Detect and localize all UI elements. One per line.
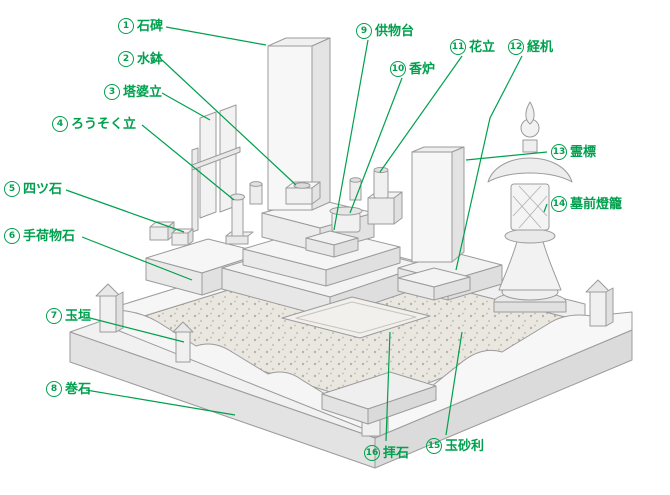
sutra-desk [397,267,471,301]
label-makiishi-number: 8 [46,381,62,397]
candle-stand [225,193,254,245]
leader-tobatate [161,92,211,121]
label-bozentoro-number: 14 [551,196,567,212]
leader-reihyo [465,151,548,161]
label-tamajari: 15 玉砂利 [426,438,484,454]
leader-tamajari [445,331,463,436]
front-step [321,371,437,425]
label-rosokutate-text: ろうそく立 [71,116,137,132]
incense-burner [329,206,363,233]
lantern-lattice [512,185,548,229]
water-basin [285,181,321,205]
label-tamajari-number: 15 [426,438,442,454]
label-bozentoro-text: 墓前燈籠 [570,196,623,212]
label-kyozukue: 12 経机 [508,39,553,55]
label-sekihi-number: 1 [118,18,134,34]
label-makiishi-text: 巻石 [65,381,92,397]
label-reihyo-text: 霊標 [570,144,597,160]
label-tenimotsuishi-text: 手荷物石 [23,228,76,244]
label-makiishi: 8 巻石 [46,381,91,397]
label-mizubachi-number: 2 [118,51,134,67]
flower-vase-left [249,181,263,205]
corner-post-right [585,279,614,327]
label-koro-text: 香炉 [409,61,436,77]
label-tamagaki: 7 玉垣 [46,308,91,324]
label-kumotsudai-number: 9 [356,23,372,39]
leader-koro [349,77,403,214]
corner-post-left [95,283,124,333]
grave-lantern [487,101,573,313]
label-tamagaki-number: 7 [46,308,62,324]
leader-rosokutate [141,124,235,201]
label-kumotsudai: 9 供物台 [356,23,414,39]
label-tenimotsuishi: 6 手荷物石 [4,228,75,244]
label-tamajari-text: 玉砂利 [445,438,485,454]
label-haiseki-number: 16 [364,445,380,461]
label-sekihi-text: 石碑 [137,18,164,34]
label-kumotsudai-text: 供物台 [375,23,415,39]
label-sekihi: 1 石碑 [118,18,163,34]
fence-post-mid-left [172,321,194,363]
leader-haiseki [385,331,391,442]
leader-bozentoro [543,203,548,213]
toba-stand [191,104,241,233]
label-tenimotsuishi-number: 6 [4,228,20,244]
label-yotsuishi: 5 四ツ石 [4,181,62,197]
leader-yotsuishi [65,189,185,233]
leader-hanatate [379,55,463,173]
label-kyozukue-text: 経机 [527,39,554,55]
label-tobatate-text: 塔婆立 [123,84,163,100]
worship-stone [281,296,431,339]
label-koro: 10 香炉 [390,61,435,77]
offering-stand [305,230,359,258]
label-reihyo: 13 霊標 [551,144,596,160]
leader-tenimotsuishi [81,236,193,281]
label-tamagaki-text: 玉垣 [65,308,92,324]
leader-tamagaki [85,316,185,343]
label-yotsuishi-number: 5 [4,181,20,197]
label-hanatate: 11 花立 [450,39,495,55]
label-mizubachi-text: 水鉢 [137,51,164,67]
label-hanatate-text: 花立 [469,39,496,55]
flower-vase-right [367,166,403,225]
label-bozentoro: 14 墓前燈籠 [551,196,622,212]
label-hanatate-number: 11 [450,39,466,55]
label-tobatate: 3 塔婆立 [104,84,162,100]
leader-lines [65,26,548,442]
label-rosokutate-number: 4 [52,116,68,132]
leader-sekihi [165,26,267,46]
label-haiseki-text: 拝石 [383,445,410,461]
leader-kyozukue [455,55,523,271]
label-yotsuishi-text: 四ツ石 [23,181,63,197]
label-tobatate-number: 3 [104,84,120,100]
leader-makiishi [85,389,236,416]
label-kyozukue-number: 12 [508,39,524,55]
label-haiseki: 16 拝石 [364,445,409,461]
label-reihyo-number: 13 [551,144,567,160]
yotsuishi-stones [149,221,194,246]
leader-kumotsudai [333,39,369,231]
leader-mizubachi [161,59,297,186]
label-mizubachi: 2 水鉢 [118,51,163,67]
label-koro-number: 10 [390,61,406,77]
label-rosokutate: 4 ろうそく立 [52,116,136,132]
